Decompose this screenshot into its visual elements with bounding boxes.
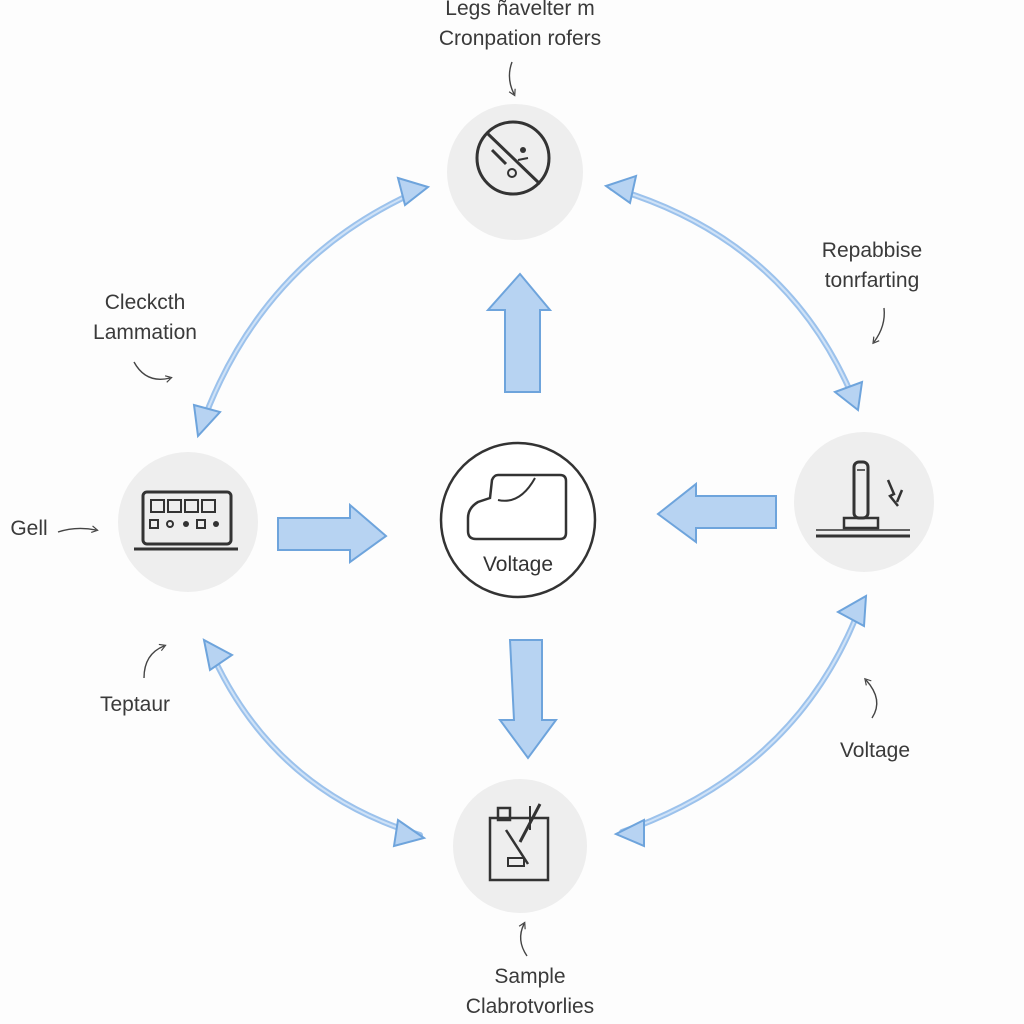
top-label-line2: Cronpation rofers (438, 27, 602, 50)
bottom-label-line1: Sample (494, 965, 566, 988)
beaker-tool-icon (488, 803, 550, 882)
connection-arrow-top-left (192, 176, 431, 439)
connection-arrow-top-right (603, 174, 864, 412)
block-arrow-up (485, 272, 553, 393)
right-label-line1: Repabbise (821, 239, 923, 262)
teptaur-label: Teptaur (99, 693, 171, 716)
pointer-arrow-right (872, 307, 885, 345)
electrode-icon (816, 460, 910, 538)
bottom-label-line2: Clabrotvorlies (465, 995, 595, 1018)
pointer-arrow-bottom (518, 921, 528, 957)
node-top (447, 104, 583, 240)
top-label-line1: Legs ñavelter m (445, 0, 595, 20)
pointer-arrow-top (508, 61, 516, 97)
pointer-arrow-teptaur (143, 643, 167, 679)
pointer-arrow-voltage-side (864, 677, 878, 719)
pointer-arrow-left (133, 361, 173, 383)
block-arrow-right (277, 502, 388, 564)
connection-arrow-bottom-left (202, 638, 427, 848)
gell-label: Gell (10, 517, 48, 540)
control-panel-icon (134, 490, 238, 551)
top-label: Legs ñavelter m Cronpation rofers (380, 0, 660, 54)
bottom-label: Sample Clabrotvorlies (400, 962, 660, 1022)
pad-icon (466, 473, 568, 541)
no-tool-icon (475, 120, 551, 196)
right-label-line2: tonrfarting (824, 269, 920, 292)
left-label-line1: Cleckcth (104, 291, 186, 314)
pointer-arrow-gell (57, 525, 99, 534)
block-arrow-left (656, 481, 777, 544)
node-bottom (453, 779, 587, 913)
left-label-line2: Lammation (93, 321, 197, 344)
node-center (439, 441, 597, 599)
center-node-label: Voltage (482, 553, 554, 576)
right-label: Repabbise tonrfarting (792, 236, 952, 296)
connection-arrow-bottom-right (613, 594, 868, 848)
block-arrow-down (498, 639, 558, 760)
left-label: Cleckcth Lammation (70, 288, 220, 348)
node-right (794, 432, 934, 572)
voltage-side-label: Voltage (839, 739, 911, 762)
node-left (118, 452, 258, 592)
